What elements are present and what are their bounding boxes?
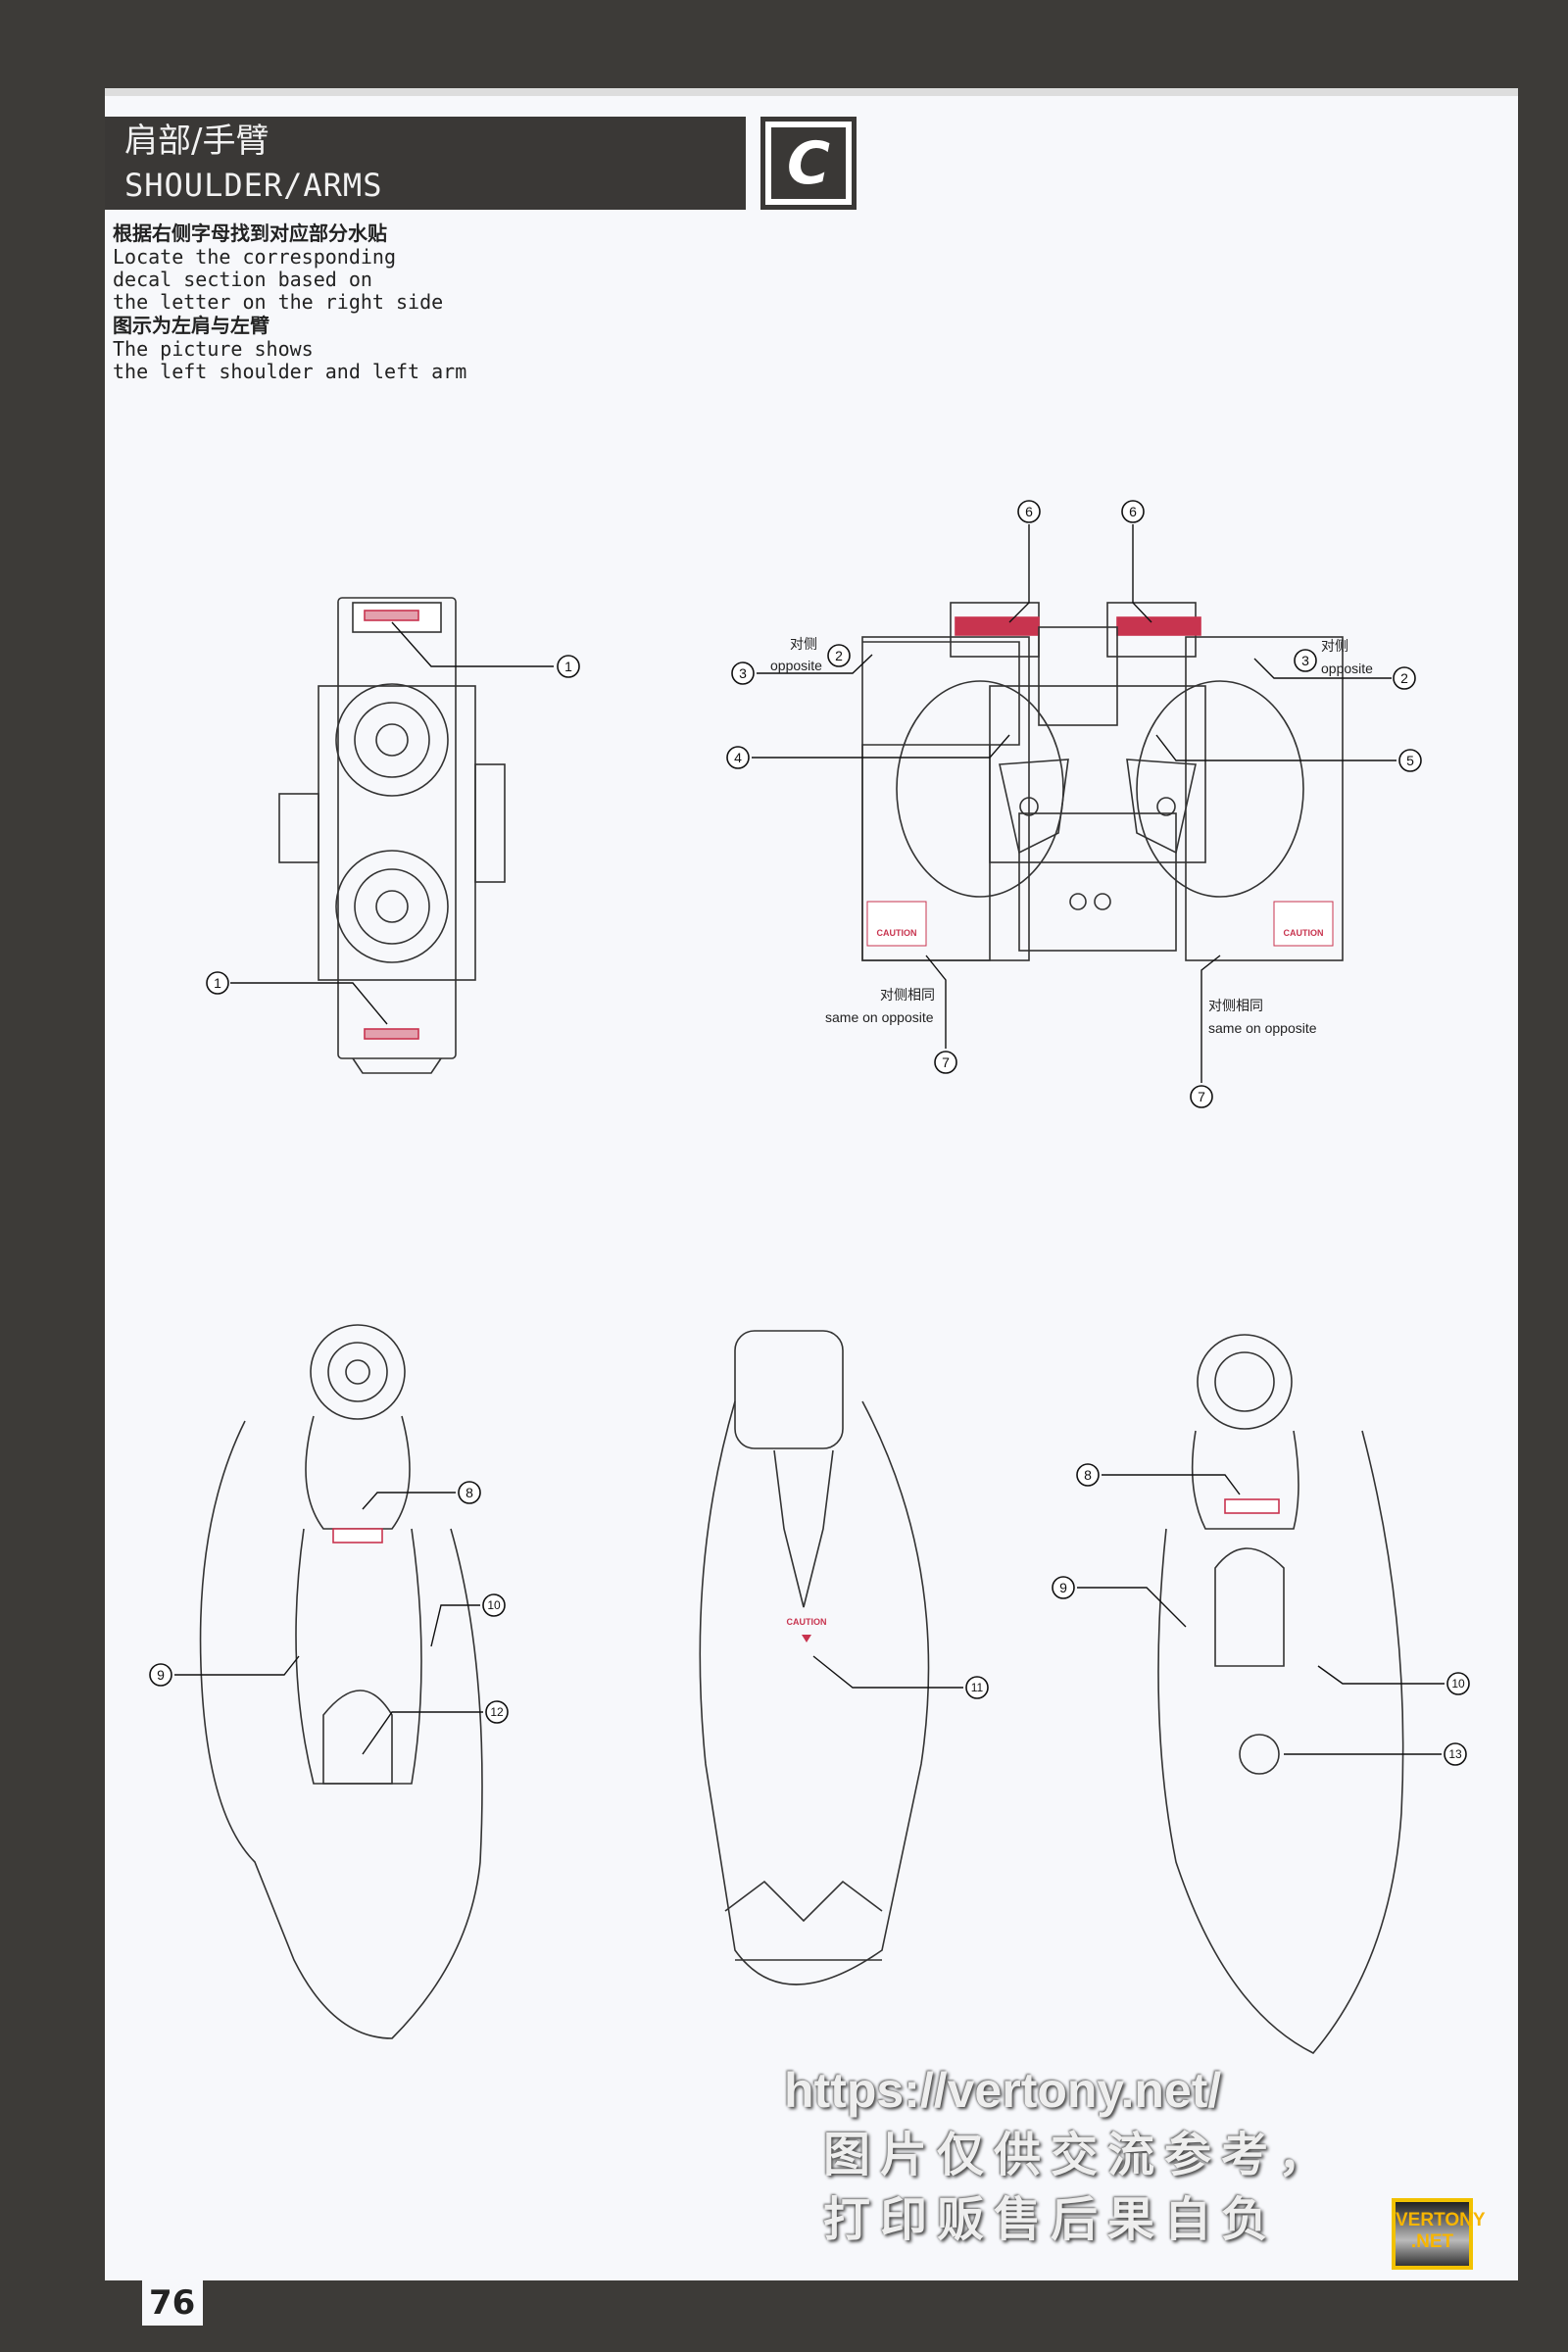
logo-line2: .NET [1410,2231,1454,2252]
callout-11: 11 [971,1681,984,1694]
callout-10b: 10 [1451,1677,1465,1690]
instruction-en-2b: the left shoulder and left arm [113,360,467,383]
callout-circles [149,500,1470,1766]
instruction-en-1c: the letter on the right side [113,290,444,314]
callout-7b: 7 [1198,1089,1205,1104]
page-number-box [142,2280,203,2326]
leader-lines [174,524,1445,1755]
instructions: 根据右侧字母找到对应部分水贴 Locate the corresponding … [113,221,466,383]
callout-13: 13 [1448,1747,1462,1761]
note-same-cn-right: 对侧相同 [1208,998,1263,1013]
decal-caution-right: CAUTION [1284,928,1324,938]
instruction-en-1b: decal section based on [113,268,372,291]
callout-2a: 2 [835,648,843,663]
callout-6a: 6 [1025,504,1033,519]
callout-9a: 9 [157,1667,165,1683]
logo-line1: VERTONY [1396,2210,1486,2230]
note-opposite-en-left: opposite [770,658,822,673]
callout-2b: 2 [1400,670,1408,686]
decal-caution-left: CAUTION [877,928,917,938]
vertony-logo: VERTONY .NET [1392,2198,1486,2270]
callout-8a: 8 [466,1485,473,1500]
arm-view-right [1157,1334,1404,2054]
callout-1b: 1 [214,975,221,991]
callout-1a: 1 [564,659,572,674]
instruction-en-1a: Locate the corresponding [113,245,396,269]
callout-4: 4 [734,750,742,765]
callout-9b: 9 [1059,1580,1067,1595]
instruction-cn-1: 根据右侧字母找到对应部分水贴 [113,221,387,245]
instruction-cn-2: 图示为左肩与左臂 [113,314,270,337]
decal-caution-center: CAUTION [787,1617,827,1627]
callout-5: 5 [1406,753,1414,768]
arm-view-center: CAUTION [699,1330,930,1985]
shoulder-side-view [278,597,506,1074]
callout-8b: 8 [1084,1467,1092,1483]
note-opposite-en-right: opposite [1321,661,1373,676]
section-header: 肩部/手臂 SHOULDER/ARMS [105,117,746,210]
note-opposite-cn-left: 对侧 [790,636,817,652]
section-letter: C [771,127,846,199]
note-opposite-cn-right: 对侧 [1321,638,1348,654]
callout-7a: 7 [942,1054,950,1070]
callout-6b: 6 [1129,504,1137,519]
callout-3a: 3 [739,665,747,681]
instruction-en-2a: The picture shows [113,337,314,361]
note-same-en-right: same on opposite [1208,1020,1317,1036]
callout-12: 12 [490,1705,504,1719]
callout-3b: 3 [1301,653,1309,668]
note-same-cn-left: 对侧相同 [880,987,935,1003]
section-letter-box: C [760,117,857,210]
page-number: 76 [149,2283,196,2323]
arm-view-left [199,1324,483,2039]
section-title-cn: 肩部/手臂 [124,122,270,161]
shoulder-top-view [861,602,1344,961]
note-same-en-left: same on opposite [825,1009,934,1025]
page-top-strip [105,88,1518,98]
section-title-en: SHOULDER/ARMS [124,167,383,204]
manual-page [105,96,1518,2280]
callout-10a: 10 [487,1598,501,1612]
